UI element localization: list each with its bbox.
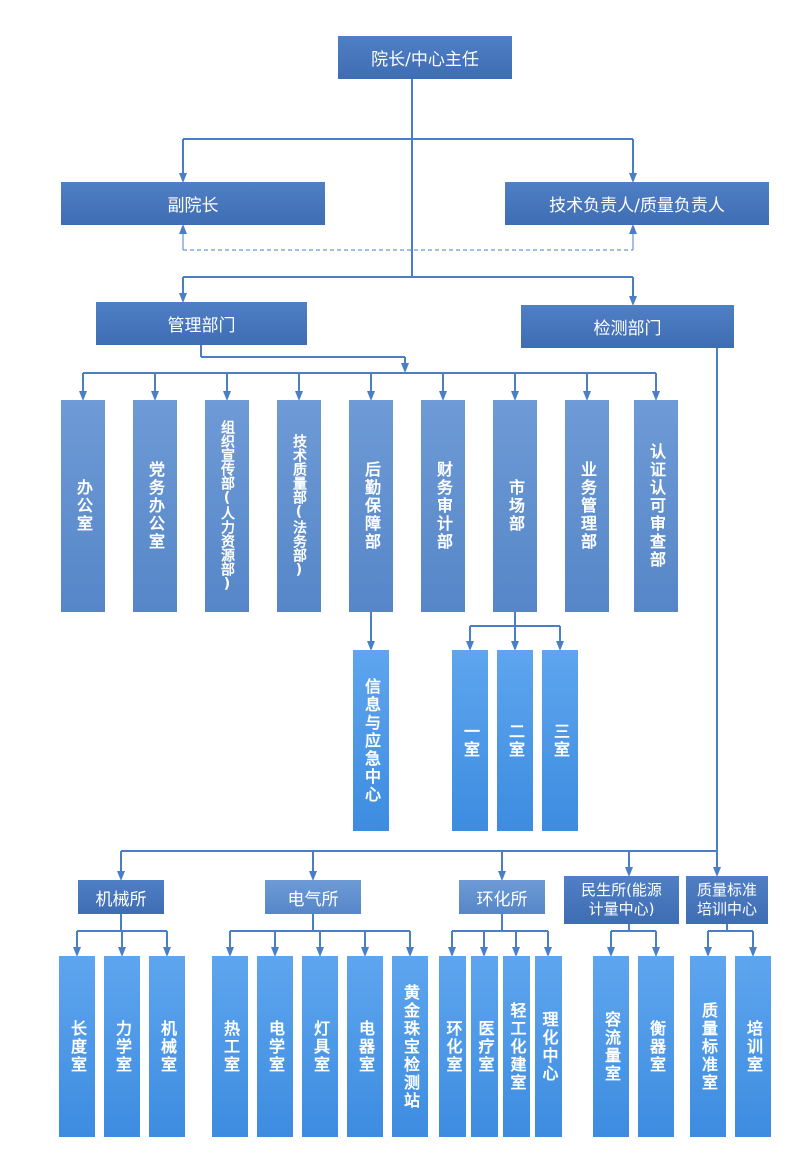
- room-mechanics: 力学室: [104, 956, 140, 1137]
- institute-livelihood-energy: 民生所(能源计量中心): [564, 876, 679, 924]
- dept-office: 办公室: [61, 400, 105, 612]
- tech-quality-box: 技术负责人/质量负责人: [505, 182, 769, 225]
- institute-electrical: 电气所: [265, 880, 361, 914]
- institute-quality-training: 质量标准培训中心: [686, 876, 768, 924]
- dept-organization-hr: 组织宣传部(人力资源部): [205, 400, 249, 612]
- vice-president-label: 副院长: [167, 196, 219, 216]
- dept-logistics: 后勤保障部: [349, 400, 393, 612]
- dept-certification-review: 认证认可审查部: [634, 400, 678, 612]
- market-room-1: 一室: [452, 650, 488, 831]
- room-machinery: 机械室: [149, 956, 185, 1137]
- management-branch-box: 管理部门: [96, 302, 307, 345]
- room-volume-flow: 容流量室: [593, 956, 629, 1137]
- inspection-branch-box: 检测部门: [521, 305, 734, 348]
- management-branch-label: 管理部门: [167, 316, 236, 336]
- president-box: 院长/中心主任: [338, 36, 512, 79]
- room-length: 长度室: [59, 956, 95, 1137]
- market-room-2: 二室: [497, 650, 533, 831]
- dept-business-management: 业务管理部: [565, 400, 609, 612]
- institute-environment-chemistry: 环化所: [459, 880, 545, 914]
- dept-tech-quality-legal: 技术质量部(法务部): [277, 400, 321, 612]
- room-environment-chemistry: 环化室: [439, 956, 466, 1137]
- room-appliances: 电器室: [347, 956, 383, 1137]
- dept-market: 市场部: [493, 400, 537, 612]
- room-electrics: 电学室: [257, 956, 293, 1137]
- room-medical: 医疗室: [471, 956, 498, 1137]
- room-physics-chemistry-center: 理化中心: [535, 956, 562, 1137]
- info-emergency-center: 信息与应急中心: [353, 650, 389, 831]
- market-room-3: 三室: [542, 650, 578, 831]
- president-label: 院长/中心主任: [371, 50, 479, 70]
- dept-finance-audit: 财务审计部: [421, 400, 465, 612]
- room-lamps: 灯具室: [302, 956, 338, 1137]
- room-thermal: 热工室: [212, 956, 248, 1137]
- room-weighing: 衡器室: [638, 956, 674, 1137]
- vice-president-box: 副院长: [61, 182, 325, 225]
- room-training: 培训室: [735, 956, 771, 1137]
- inspection-branch-label: 检测部门: [593, 319, 662, 339]
- room-gold-jewelry-station: 黄金珠宝检测站: [392, 956, 428, 1137]
- room-quality-standard: 质量标准室: [690, 956, 726, 1137]
- room-light-industry-chem-building: 轻工化建室: [503, 956, 530, 1137]
- institute-mechanical: 机械所: [78, 880, 164, 914]
- tech-quality-label: 技术负责人/质量负责人: [549, 196, 725, 216]
- dept-party-office: 党务办公室: [133, 400, 177, 612]
